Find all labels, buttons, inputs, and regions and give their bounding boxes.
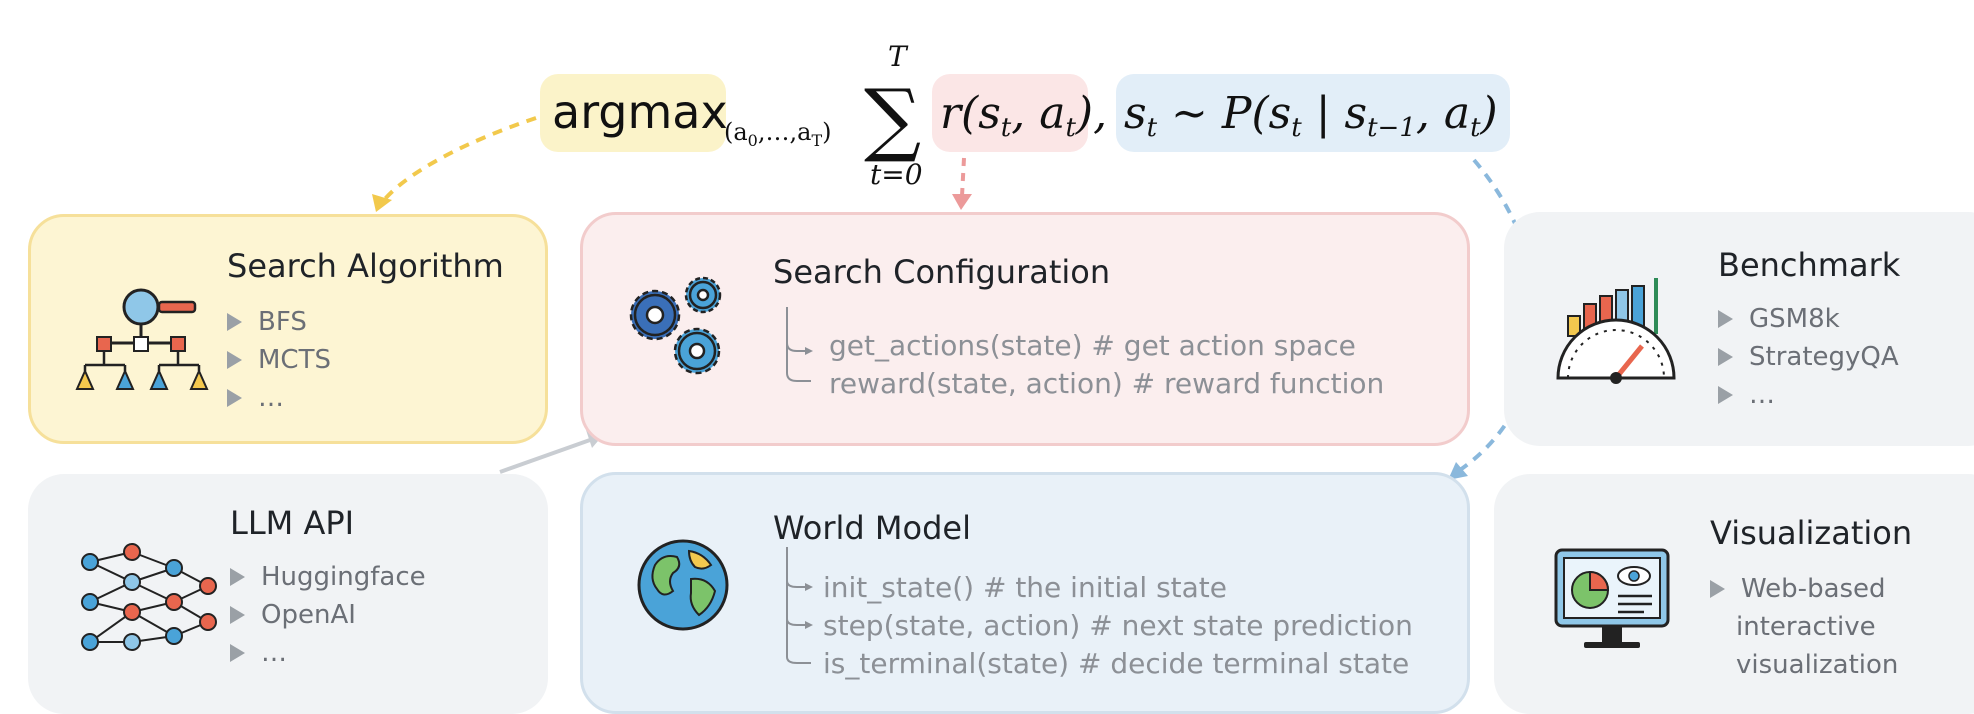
code-line: init_state() # the initial state	[823, 571, 1228, 604]
code-line: step(state, action) # next state predict…	[823, 609, 1413, 642]
transition-term: st ∼ P(st | st−1, at)	[1124, 88, 1498, 143]
globe-icon	[637, 539, 729, 631]
world-model-code: init_state() # the initial state step(st…	[823, 569, 1413, 683]
argmax-highlight	[540, 74, 726, 152]
monitor-dashboard-icon	[1554, 548, 1670, 648]
list-item: visualization	[1736, 650, 1899, 680]
code-branch-connector	[786, 307, 813, 382]
code-branch-connector	[786, 547, 813, 664]
benchmark-panel: Benchmark GSM8k StrategyQA …	[1504, 212, 1974, 446]
search-algorithm-list: BFS MCTS …	[227, 303, 331, 417]
play-bullet-icon	[230, 644, 245, 662]
arrow-llm-to-search-config	[499, 438, 591, 474]
world-model-panel: World Model init_state() # the initial s…	[580, 472, 1470, 714]
llm-api-title: LLM API	[230, 504, 355, 542]
play-bullet-icon	[227, 313, 242, 331]
sum-upper: T	[888, 40, 909, 73]
list-item: OpenAI	[230, 596, 426, 634]
world-model-title: World Model	[773, 509, 971, 547]
search-algorithm-panel: Search Algorithm BFS MCTS …	[28, 214, 548, 444]
code-line: get_actions(state) # get action space	[829, 329, 1356, 362]
speedometer-chart-icon	[1556, 278, 1676, 384]
arrowhead-blue	[1448, 462, 1468, 480]
sum-lower: t=0	[870, 158, 923, 191]
arrowhead-pink	[952, 194, 972, 210]
arrowhead-yellow	[372, 194, 392, 212]
list-item: StrategyQA	[1718, 338, 1899, 376]
play-bullet-icon	[230, 606, 245, 624]
list-item: Huggingface	[230, 558, 426, 596]
code-line: reward(state, action) # reward function	[829, 367, 1385, 400]
play-bullet-icon	[1710, 580, 1725, 598]
code-line: is_terminal(state) # decide terminal sta…	[823, 647, 1410, 680]
play-bullet-icon	[227, 351, 242, 369]
benchmark-title: Benchmark	[1718, 246, 1901, 284]
search-algorithm-title: Search Algorithm	[227, 247, 504, 285]
visualization-title: Visualization	[1710, 514, 1913, 552]
search-tree-icon	[75, 288, 209, 390]
play-bullet-icon	[1718, 310, 1733, 328]
play-bullet-icon	[1718, 348, 1733, 366]
search-configuration-panel: Search Configuration get_actions(state) …	[580, 212, 1470, 446]
list-item: …	[230, 634, 426, 672]
reward-highlight	[932, 74, 1088, 152]
list-item: MCTS	[227, 341, 331, 379]
search-configuration-title: Search Configuration	[773, 253, 1111, 291]
visualization-panel: Visualization Web-based interactive visu…	[1494, 474, 1974, 714]
arrow-reward-to-search-config	[960, 157, 966, 197]
llm-api-list: Huggingface OpenAI …	[230, 558, 426, 672]
list-item: Web-based	[1710, 570, 1898, 608]
arrow-argmax-to-search-algorithm	[382, 116, 537, 202]
list-item: GSM8k	[1718, 300, 1899, 338]
list-item: BFS	[227, 303, 331, 341]
llm-api-panel: LLM API Huggingface OpenAI …	[28, 474, 548, 714]
transition-highlight	[1116, 74, 1510, 152]
visualization-list: Web-based interactive visualization	[1710, 570, 1898, 684]
gears-icon	[629, 276, 722, 375]
list-item: …	[227, 379, 331, 417]
search-configuration-code: get_actions(state) # get action space re…	[829, 327, 1384, 403]
benchmark-list: GSM8k StrategyQA …	[1718, 300, 1899, 414]
list-item: interactive	[1736, 612, 1876, 642]
play-bullet-icon	[1718, 386, 1733, 404]
list-item: …	[1718, 376, 1899, 414]
argmax-text: argmax	[552, 85, 728, 139]
sum-symbol: ∑	[864, 72, 921, 165]
play-bullet-icon	[227, 389, 242, 407]
objective-formula: argmax (a0,…,aT) T ∑ t=0 r(st, at), st ∼…	[540, 40, 1510, 191]
neural-network-icon	[81, 543, 217, 651]
play-bullet-icon	[230, 568, 245, 586]
reward-term: r(st, at),	[940, 88, 1107, 143]
